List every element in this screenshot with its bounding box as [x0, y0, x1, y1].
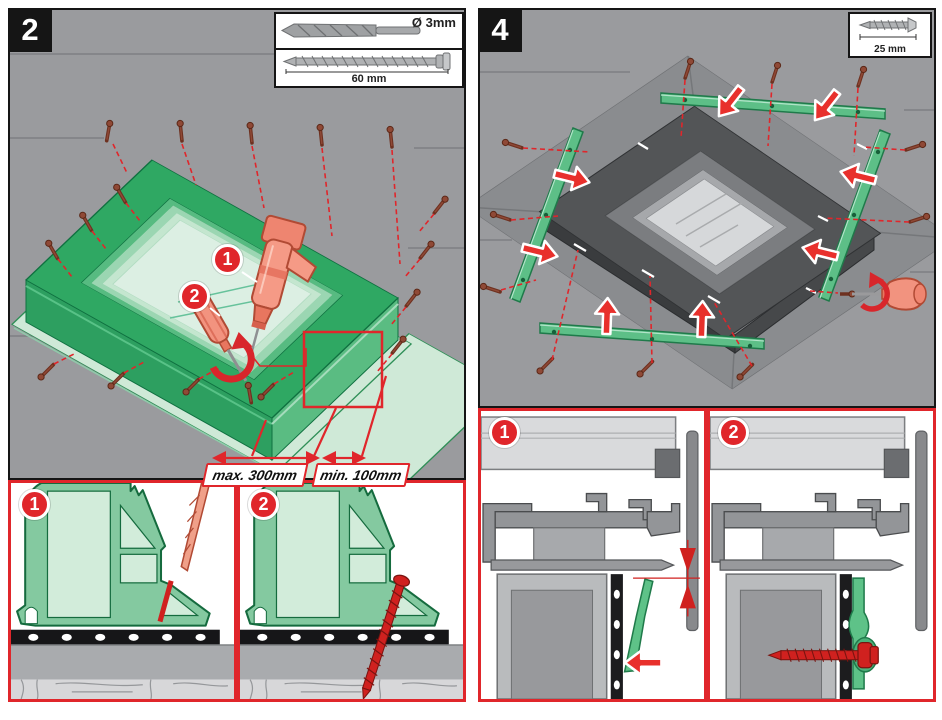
step-4-main-illustration: 4	[478, 8, 936, 408]
step-2-label: 2	[8, 8, 52, 52]
clip-screwed-cross-section	[710, 411, 933, 699]
screw-guide-dashes	[500, 79, 910, 367]
step-4-panel: 4	[478, 8, 936, 702]
rotation-arrow-icon	[860, 272, 890, 312]
step-4-detail-2: 2	[707, 408, 936, 702]
gap-indicator	[633, 539, 700, 617]
drill-bit-spec-row: Ø 3mm	[276, 14, 462, 50]
detail-2-badge: 2	[248, 489, 279, 520]
callout-2-badge: 2	[179, 281, 210, 312]
step-2-detail-1: 1	[8, 480, 237, 702]
pilot-hole	[157, 580, 174, 623]
step-2-main-illustration: 2	[8, 8, 466, 487]
min-spacing-label: min. 100mm	[311, 463, 411, 487]
tool-spec-box: 25 mm	[848, 12, 932, 58]
badge-leader-lines	[209, 271, 258, 317]
screw-spec-row: 60 mm	[276, 50, 462, 86]
screw-60mm-icon	[282, 52, 451, 74]
batten-holes	[520, 97, 881, 349]
pilot-hole-guide	[251, 348, 307, 367]
red-screw-icon	[767, 642, 879, 669]
detail-1-badge: 1	[489, 417, 520, 448]
step-2-panel: 2	[8, 8, 466, 702]
screw-length-label: 25 mm	[874, 44, 906, 55]
spacing-dimension-arrows	[212, 375, 388, 465]
glass-reflection-lines	[675, 193, 743, 248]
step-4-details: 1 2	[478, 408, 936, 702]
drill-bit-flutes	[182, 494, 200, 555]
clip-insert-cross-section	[481, 411, 704, 699]
step-2-details: 1 2	[8, 480, 466, 702]
step-4-detail-1: 1	[478, 408, 707, 702]
screwdriver-icon	[840, 272, 927, 312]
roof-seam-lines	[480, 71, 934, 273]
red-screw-icon	[361, 574, 411, 699]
drill-bit-icon	[280, 23, 421, 38]
screw-driven-cross-section	[240, 483, 463, 699]
step-2-detail-2: 2	[237, 480, 466, 702]
screw-guide-dashes	[53, 143, 435, 385]
screw-length-label: 60 mm	[351, 73, 387, 85]
detail-1-badge: 1	[19, 489, 50, 520]
batten-installation-drawing	[480, 10, 934, 406]
detail-2-badge: 2	[718, 417, 749, 448]
screw-position-ticks	[573, 142, 868, 304]
step-4-label: 4	[478, 8, 522, 52]
max-spacing-label: max. 300mm	[201, 463, 309, 487]
callout-1-badge: 1	[212, 244, 243, 275]
pre-drill-cross-section	[11, 483, 234, 699]
screw-25mm-icon	[858, 17, 917, 40]
rotation-arrow-icon	[209, 332, 255, 383]
drill-icon	[250, 214, 318, 352]
drill-bit-icon	[180, 483, 211, 572]
drill-diameter-label: Ø 3mm	[411, 15, 456, 30]
detail-highlight-box	[302, 330, 384, 409]
tool-spec-box: Ø 3mm 60 mm	[274, 12, 464, 88]
